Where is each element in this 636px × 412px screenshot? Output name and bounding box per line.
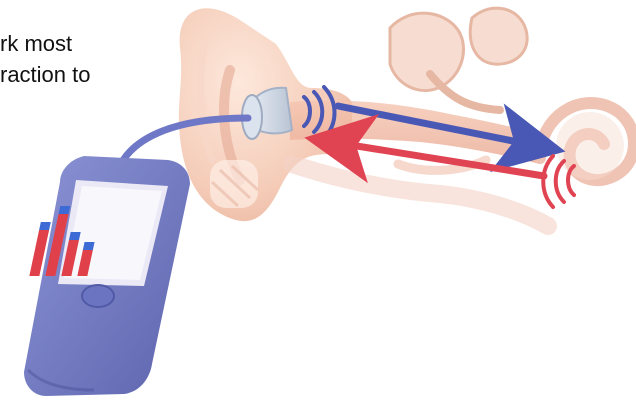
ear-probe-icon	[242, 88, 292, 139]
device-button-icon	[82, 285, 114, 307]
middle-ear-bones-icon	[390, 8, 527, 110]
handheld-audiometer-icon	[24, 156, 190, 396]
cochlea-icon	[540, 103, 634, 180]
